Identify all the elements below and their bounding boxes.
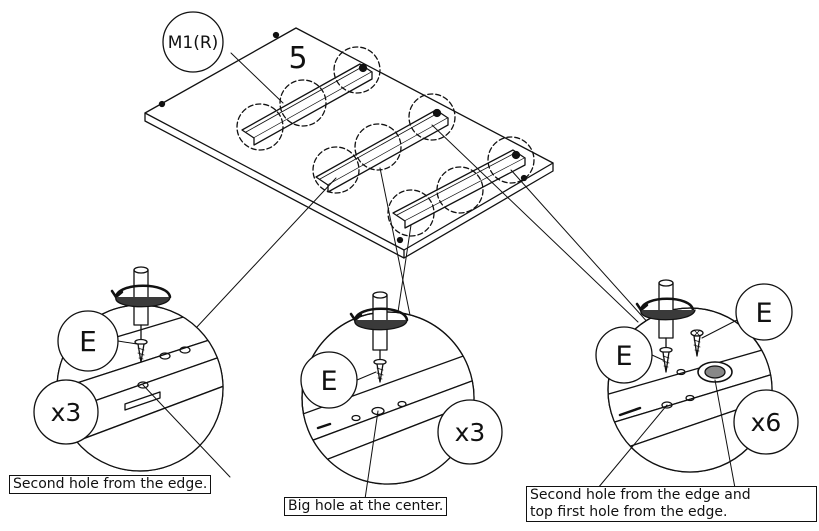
rail-front xyxy=(392,149,528,244)
rail-middle xyxy=(315,108,449,193)
leader-lines xyxy=(195,52,651,329)
note-left: Second hole from the edge. xyxy=(9,475,212,494)
panel-label: M1(R) xyxy=(168,33,219,53)
note-leaders xyxy=(142,379,736,500)
right-screw-label-back: E xyxy=(755,298,772,329)
detail-center xyxy=(301,291,475,485)
right-quantity: x6 xyxy=(751,408,782,437)
note-center: Big hole at the center. xyxy=(284,497,448,516)
left-quantity: x3 xyxy=(51,398,82,427)
right-screw-label-front: E xyxy=(615,341,632,372)
note-right-line-2: top first hole from the edge. xyxy=(530,504,728,520)
label-circles xyxy=(33,11,799,465)
center-screw-label: E xyxy=(320,366,337,397)
note-right: Second hole from the edge and top first … xyxy=(526,486,817,522)
screw-position-markers xyxy=(236,46,535,237)
center-quantity: x3 xyxy=(455,418,486,447)
left-screw-label: E xyxy=(79,325,97,358)
note-right-line-1: Second hole from the edge and xyxy=(530,487,751,503)
step-number: 5 xyxy=(288,41,307,76)
